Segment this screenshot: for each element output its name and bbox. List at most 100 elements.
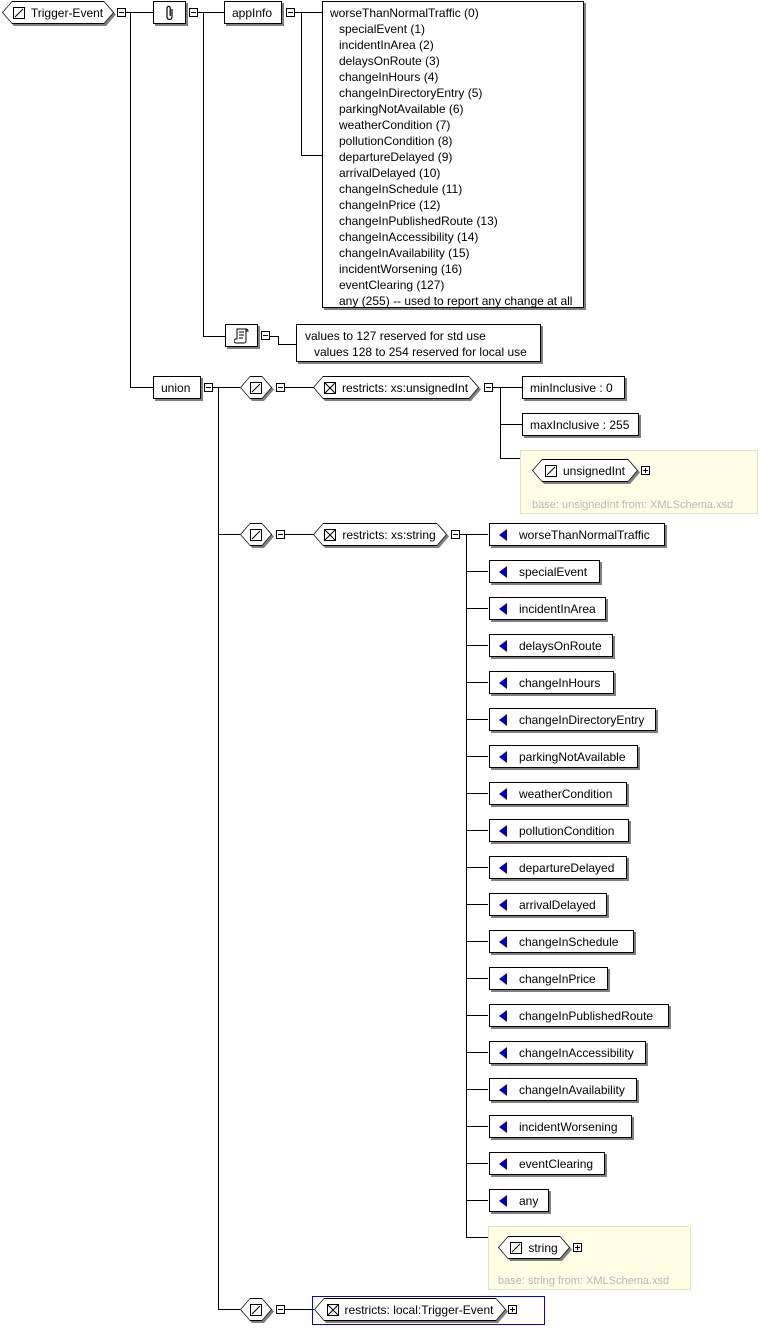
appinfo-line: changeInPublishedRoute (13) (339, 214, 498, 228)
enumeration-label: worseThanNormalTraffic (519, 527, 650, 542)
union-collapse-icon[interactable] (204, 383, 213, 392)
base-type-2-expand-icon[interactable] (573, 1243, 582, 1252)
annotation-collapse-icon[interactable] (189, 8, 198, 17)
enumeration-item[interactable]: incidentWorsening (489, 1115, 632, 1138)
enumeration-icon (499, 639, 507, 652)
restriction-label: restricts: local:Trigger-Event (344, 1302, 494, 1317)
enumeration-item[interactable]: changeInPrice (489, 967, 608, 990)
enumeration-label: changeInAvailability (519, 1082, 625, 1097)
enumeration-icon (499, 787, 507, 800)
restriction-icon (324, 528, 337, 541)
base-type-caption: base: unsignedInt from: XMLSchema.xsd (532, 499, 734, 511)
enumeration-label: changeInSchedule (519, 934, 619, 949)
appinfo-label: appInfo (232, 5, 273, 20)
enumeration-item[interactable]: worseThanNormalTraffic (489, 523, 665, 546)
facet-max-inclusive[interactable]: maxInclusive : 255 (522, 413, 639, 436)
enumeration-item[interactable]: weatherCondition (489, 782, 627, 805)
simple-type-icon (510, 1241, 523, 1254)
appinfo-collapse-icon[interactable] (286, 8, 295, 17)
enumeration-label: changeInHours (519, 675, 601, 690)
facet-min-inclusive[interactable]: minInclusive : 0 (522, 376, 625, 399)
appinfo-line: weatherCondition (7) (339, 118, 451, 132)
simple-type-icon (250, 528, 262, 541)
root-simple-type-node[interactable]: Trigger-Event (2, 1, 114, 24)
enumeration-item[interactable]: incidentInArea (489, 597, 606, 620)
enumeration-item[interactable]: eventClearing (489, 1152, 605, 1175)
restriction-1-collapse-icon[interactable] (484, 383, 493, 392)
enumeration-icon (499, 676, 507, 689)
enumeration-label: changeInAccessibility (519, 1045, 634, 1060)
enumeration-item[interactable]: parkingNotAvailable (489, 745, 638, 768)
enumeration-item[interactable]: any (489, 1189, 549, 1212)
base-type-1-expand-icon[interactable] (641, 466, 650, 475)
restriction-node-1[interactable]: restricts: xs:unsignedInt (313, 376, 479, 399)
restriction-label: restricts: xs:unsignedInt (341, 380, 469, 395)
appinfo-line: departureDelayed (9) (339, 150, 453, 164)
simple-type-icon (250, 381, 262, 394)
enumeration-item[interactable]: changeInSchedule (489, 930, 634, 953)
appinfo-line: incidentInArea (2) (339, 38, 434, 52)
enumeration-icon (499, 1083, 507, 1096)
simple-type-2-collapse-icon[interactable] (276, 530, 285, 539)
restriction-3-expand-icon[interactable] (508, 1305, 517, 1314)
root-collapse-icon[interactable] (117, 8, 126, 17)
enumeration-icon (499, 972, 507, 985)
appinfo-content-box: worseThanNormalTraffic (0) specialEvent … (322, 1, 584, 308)
simple-type-icon (12, 6, 25, 19)
appinfo-line: changeInHours (4) (339, 70, 439, 84)
appinfo-line: eventClearing (127) (339, 278, 445, 292)
enumeration-item[interactable]: departureDelayed (489, 856, 627, 879)
documentation-node[interactable] (225, 324, 258, 347)
base-type-label: string (528, 1240, 558, 1255)
appinfo-line: delaysOnRoute (3) (339, 54, 440, 68)
base-type-node-unsignedint[interactable]: unsignedInt (532, 459, 638, 482)
enumeration-label: delaysOnRoute (519, 638, 602, 653)
base-type-node-string[interactable]: string (498, 1236, 570, 1259)
appinfo-line: changeInSchedule (11) (339, 182, 463, 196)
enumeration-item[interactable]: delaysOnRoute (489, 634, 613, 657)
documentation-collapse-icon[interactable] (261, 331, 270, 340)
restriction-2-collapse-icon[interactable] (451, 530, 460, 539)
appinfo-node[interactable]: appInfo (224, 1, 282, 24)
restriction-icon (326, 1303, 339, 1316)
simple-type-3-collapse-icon[interactable] (276, 1305, 285, 1314)
enumeration-icon (499, 861, 507, 874)
doc-line: values to 127 reserved for std use (305, 329, 486, 343)
simple-type-1-collapse-icon[interactable] (276, 383, 285, 392)
enumeration-item[interactable]: changeInAvailability (489, 1078, 637, 1101)
enumeration-item[interactable]: arrivalDelayed (489, 893, 607, 916)
enumeration-icon (499, 528, 507, 541)
simple-type-icon (250, 1303, 262, 1316)
enumeration-item[interactable]: changeInAccessibility (489, 1041, 646, 1064)
enumeration-label: pollutionCondition (519, 823, 615, 838)
union-node[interactable]: union (153, 376, 201, 399)
enumeration-item[interactable]: specialEvent (489, 560, 600, 583)
simple-type-node-3[interactable] (240, 1298, 272, 1321)
simple-type-icon (544, 464, 557, 477)
simple-type-node-2[interactable] (240, 523, 272, 546)
enumeration-label: incidentInArea (519, 601, 596, 616)
enumeration-item[interactable]: changeInPublishedRoute (489, 1004, 669, 1027)
annotation-node[interactable] (153, 1, 186, 24)
enumeration-item[interactable]: changeInHours (489, 671, 614, 694)
restriction-label: restricts: xs:string (342, 527, 436, 542)
appinfo-line: changeInDirectoryEntry (5) (339, 86, 483, 100)
enumeration-icon (499, 1046, 507, 1059)
appinfo-line: incidentWorsening (16) (339, 262, 463, 276)
appinfo-line: changeInAvailability (15) (339, 246, 470, 260)
enumeration-label: departureDelayed (519, 860, 615, 875)
facet-label: minInclusive : 0 (530, 380, 613, 395)
simple-type-node-1[interactable] (240, 376, 272, 399)
enumeration-item[interactable]: changeInDirectoryEntry (489, 708, 656, 731)
restriction-icon (323, 381, 336, 394)
restriction-node-3[interactable]: restricts: local:Trigger-Event (314, 1298, 506, 1321)
enumeration-item[interactable]: pollutionCondition (489, 819, 629, 842)
facet-label: maxInclusive : 255 (530, 417, 630, 432)
enumeration-icon (499, 824, 507, 837)
appinfo-line: pollutionCondition (8) (339, 134, 453, 148)
enumeration-label: specialEvent (519, 564, 588, 579)
appinfo-line: specialEvent (1) (339, 22, 426, 36)
restriction-node-2[interactable]: restricts: xs:string (313, 523, 447, 546)
enumeration-icon (499, 602, 507, 615)
enumeration-label: arrivalDelayed (519, 897, 596, 912)
